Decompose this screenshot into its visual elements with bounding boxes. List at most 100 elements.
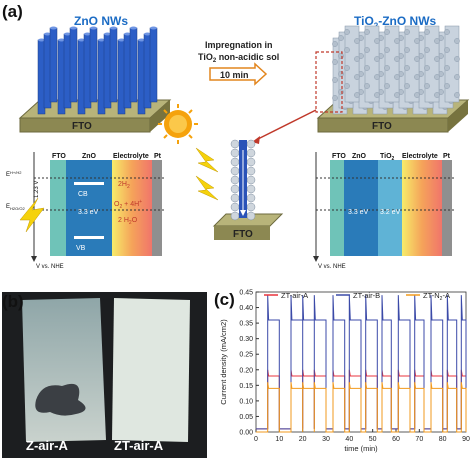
nanowire-top — [98, 38, 105, 42]
sample-left-label: Z-air-A — [26, 438, 69, 453]
tio2-particle — [354, 74, 360, 80]
impregnation-text-2: TiO2 non-acidic sol — [198, 52, 279, 64]
tio2-particle — [434, 92, 440, 98]
panel-a-diagram: FTO FTO Impregnation in TiO2 non-acidic … — [6, 25, 470, 270]
left-cb: CB — [78, 191, 88, 198]
right-col-pt: Pt — [443, 153, 451, 160]
tio2-particle — [230, 157, 240, 167]
x-tick-label: 90 — [462, 436, 470, 443]
x-tick-label: 20 — [299, 436, 307, 443]
nanowire-top — [144, 32, 151, 36]
tio2-particle — [332, 41, 338, 47]
fto-label-center: FTO — [233, 229, 253, 240]
tio2-particle — [414, 56, 420, 62]
tio2-particle — [444, 29, 450, 35]
tio2-particle — [338, 71, 344, 77]
nanowire-top — [110, 26, 117, 30]
tio2-particle — [374, 38, 380, 44]
tio2-particle — [246, 148, 256, 158]
tio2-particle — [344, 83, 350, 89]
tio2-particle — [230, 148, 240, 158]
x-tick-label: 30 — [322, 436, 330, 443]
right-band-1: 3.3 eV — [348, 209, 369, 216]
fto-label-left: FTO — [72, 121, 92, 132]
x-tick-label: 40 — [345, 436, 353, 443]
tio2-particle — [444, 83, 450, 89]
tio2-particle — [364, 83, 370, 89]
tio2-zno-nws-illustration — [315, 25, 470, 133]
tio2-particle — [404, 65, 410, 71]
y-tick-label: 0.20 — [239, 367, 253, 374]
left-reaction-h2: 2H2 — [118, 181, 130, 190]
tio2-particle — [384, 47, 390, 53]
y-tick-label: 0.00 — [239, 430, 253, 437]
x-tick-label: 70 — [415, 436, 423, 443]
right-col-electrolyte: Electrolyte — [402, 153, 438, 160]
nanowire-top — [150, 26, 157, 30]
panel-b-label: (b) — [2, 292, 24, 311]
tio2-particle — [230, 202, 240, 212]
tio2-particle — [338, 53, 344, 59]
y-tick-label: 0.30 — [239, 336, 253, 343]
tio2-particle — [364, 29, 370, 35]
tio2-particle — [394, 92, 400, 98]
y-tick-label: 0.40 — [239, 305, 253, 312]
tio2-particle — [444, 47, 450, 53]
left-col-pt: Pt — [154, 153, 162, 160]
y-axis-label: Current density (mA/cm2) — [219, 319, 228, 405]
tio2-particle — [246, 175, 256, 185]
tio2-particle — [454, 92, 460, 98]
tio2-particle — [332, 77, 338, 83]
nanowire-top — [78, 38, 85, 42]
tio2-particle — [230, 211, 240, 221]
sample-right-label: ZT-air-A — [114, 438, 164, 453]
series-line — [256, 382, 467, 433]
panel-c-label: (c) — [214, 290, 235, 309]
tio2-particle — [404, 47, 410, 53]
left-energy-diagram — [19, 152, 164, 262]
left-col-fto: FTO — [52, 153, 66, 160]
tio2-particle — [246, 193, 256, 203]
tio2-particle — [414, 74, 420, 80]
tio2-particle — [246, 157, 256, 167]
tio2-particle — [454, 74, 460, 80]
nanowire — [69, 27, 78, 103]
sun-icon — [158, 104, 198, 144]
tio2-particle — [230, 166, 240, 176]
legend-label: ZT-air-A — [281, 291, 308, 300]
tio2-particle — [344, 65, 350, 71]
tio2-particle — [230, 184, 240, 194]
coated-nanowire — [444, 25, 460, 103]
left-e-h2: EH+/H2 — [6, 170, 22, 178]
tio2-particle — [414, 38, 420, 44]
x-tick-label: 10 — [275, 436, 283, 443]
x-tick-label: 50 — [369, 436, 377, 443]
y-tick-label: 0.45 — [239, 290, 253, 297]
nanowire — [49, 27, 58, 103]
nanowire-top — [44, 32, 51, 36]
nanowire-top — [104, 32, 111, 36]
nanowire-top — [118, 38, 125, 42]
tio2-particle — [424, 65, 430, 71]
x-tick-label: 60 — [392, 436, 400, 443]
tio2-particle — [338, 89, 344, 95]
tio2-particle — [454, 56, 460, 62]
tio2-particle — [246, 166, 256, 176]
tio2-particle — [434, 74, 440, 80]
tio2-particle — [230, 193, 240, 203]
tio2-particle — [364, 47, 370, 53]
tio2-particle — [384, 83, 390, 89]
nanowire — [109, 27, 118, 103]
tio2-particle — [354, 38, 360, 44]
nanowire-top — [64, 32, 71, 36]
y-tick-label: 0.15 — [239, 383, 253, 390]
tio2-particle — [230, 175, 240, 185]
left-reaction-o2: O2 + 4H+ — [114, 199, 142, 210]
tio2-particle — [230, 139, 240, 149]
panel-a-label: (a) — [2, 2, 23, 21]
y-tick-label: 0.35 — [239, 321, 253, 328]
tio2-particle — [374, 74, 380, 80]
tio2-particle — [404, 29, 410, 35]
y-tick-label: 0.05 — [239, 414, 253, 421]
impregnation-text-1: Impregnation in — [205, 40, 273, 50]
